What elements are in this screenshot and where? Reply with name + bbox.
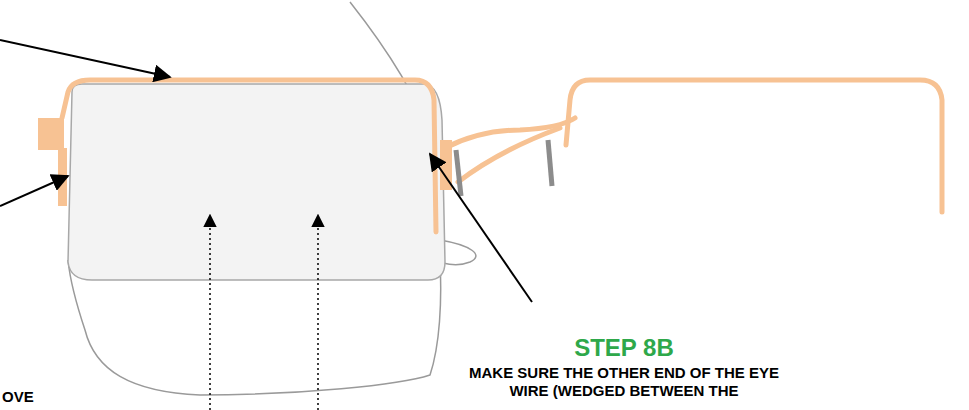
cut-off-text: OVE <box>2 388 82 406</box>
leader-arrow <box>0 40 170 77</box>
end-piece <box>38 118 64 150</box>
lens-blank-outline <box>68 2 476 395</box>
dotted-arrow <box>317 215 319 410</box>
eye-wire-frame <box>62 80 942 232</box>
nose-pad <box>548 140 552 186</box>
leader-arrow <box>430 154 532 302</box>
leader-arrow <box>0 176 68 206</box>
dotted-arrow <box>209 215 211 410</box>
nose-pad <box>456 150 461 196</box>
cut-lens <box>68 84 445 280</box>
step-heading: STEP 8B <box>524 334 724 362</box>
instruction-text: MAKE SURE THE OTHER END OF THE EYE WIRE … <box>459 364 789 400</box>
